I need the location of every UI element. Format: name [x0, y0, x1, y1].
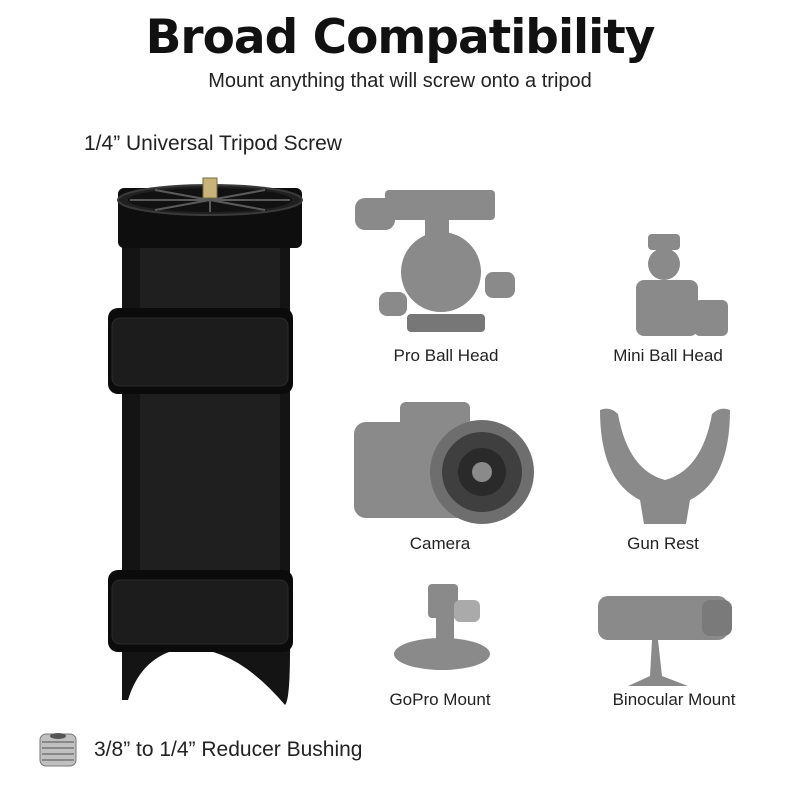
- pro-ball-head-icon: [355, 190, 515, 332]
- accessory-label-gun-rest: Gun Rest: [627, 534, 699, 553]
- holder-product-image: [108, 177, 303, 705]
- accessory-label-camera: Camera: [409, 534, 471, 553]
- page-title: Broad Compatibility: [145, 10, 656, 65]
- binocular-mount-icon: [598, 596, 732, 686]
- reducer-bushing-icon: [39, 733, 77, 767]
- tripod-screw-label: 1/4” Universal Tripod Screw: [84, 132, 342, 155]
- accessory-label-binocular-mount: Binocular Mount: [612, 690, 736, 709]
- accessory-label-pro-ball-head: Pro Ball Head: [393, 346, 499, 365]
- tripod-screw-icon: [202, 177, 218, 199]
- reducer-bushing-label: 3/8” to 1/4” Reducer Bushing: [94, 738, 363, 761]
- accessory-label-gopro-mount: GoPro Mount: [389, 690, 491, 709]
- mini-ball-head-icon: [636, 234, 728, 336]
- gun-rest-icon: [600, 408, 730, 524]
- camera-icon: [354, 402, 534, 524]
- gopro-mount-icon: [394, 584, 490, 670]
- page-subtitle: Mount anything that will screw onto a tr…: [208, 70, 592, 92]
- accessory-label-mini-ball-head: Mini Ball Head: [613, 346, 723, 365]
